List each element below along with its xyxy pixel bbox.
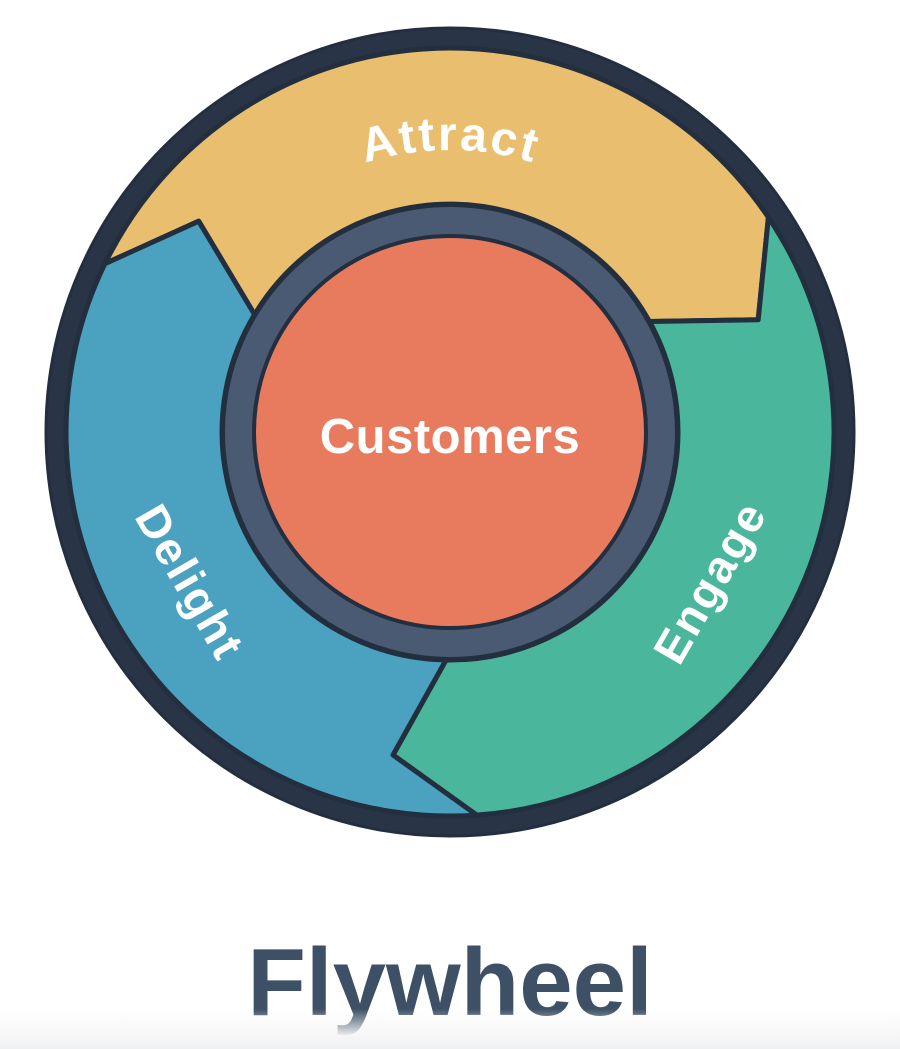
customers-label: Customers [320,410,580,464]
bottom-fade [0,1009,900,1049]
customers-circle [252,234,648,630]
flywheel-diagram: Attract Engage Delight Customers [44,26,856,838]
